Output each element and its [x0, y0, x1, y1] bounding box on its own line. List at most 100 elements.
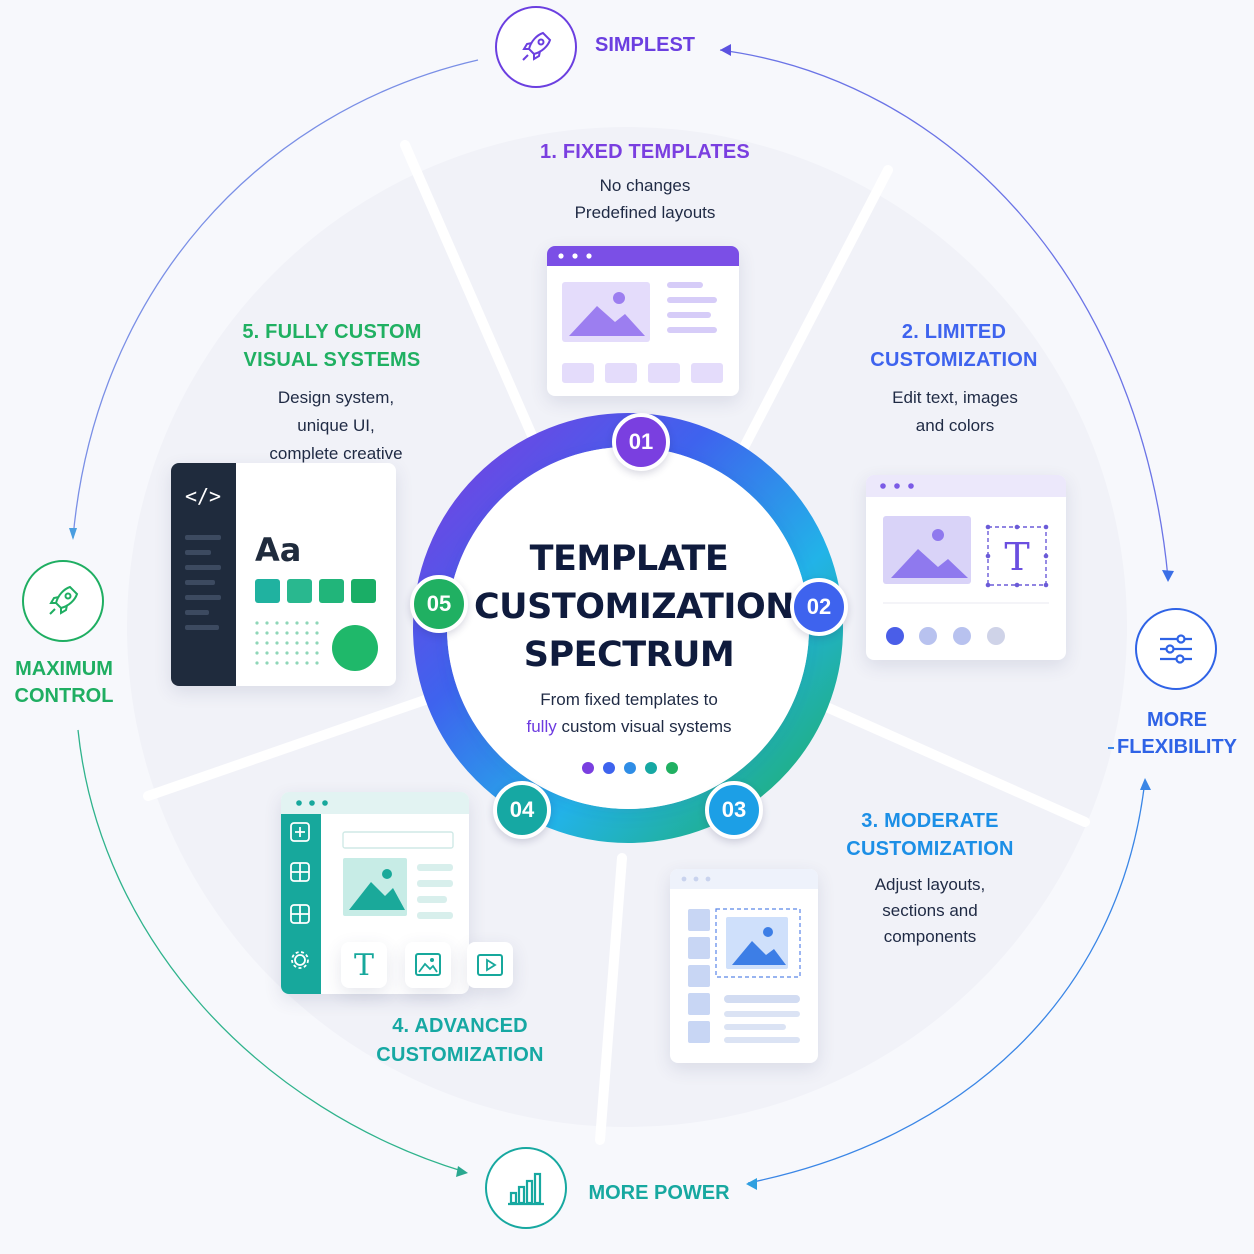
center-disk: [447, 447, 809, 809]
pattern-dot: [285, 621, 289, 625]
center-dot-2: [603, 762, 615, 774]
corner-label-right-line-1: MORE: [1147, 709, 1207, 731]
stage-1-badge: 01: [612, 413, 670, 471]
stage-3-desc-line-3: components: [883, 927, 977, 946]
stage-3-badge-number: 03: [721, 797, 747, 822]
pattern-dot: [295, 661, 299, 665]
pattern-dot: [255, 641, 259, 645]
pattern-dot: [285, 651, 289, 655]
stage-4-badge-number: 04: [509, 797, 535, 822]
corner-label-bottom-line: MORE POWER: [588, 1182, 730, 1204]
stage-3-badge: 03: [705, 781, 763, 839]
video-block-tile: [467, 942, 513, 988]
stage-1-desc-line-1: No changes: [599, 176, 691, 195]
stage-5-title: 5. FULLY CUSTOM VISUAL SYSTEMS: [212, 318, 452, 374]
stage-1-desc-line-2: Predefined layouts: [574, 203, 716, 222]
pattern-dot: [295, 641, 299, 645]
corner-node-top: [495, 6, 577, 88]
center-dot-4: [645, 762, 657, 774]
stage-2-badge: 02: [790, 578, 848, 636]
stage-5-badge-number: 05: [426, 591, 452, 616]
pattern-dot: [315, 621, 319, 625]
text-block-tile: T: [341, 942, 387, 988]
pattern-dot: [285, 631, 289, 635]
pattern-dot: [305, 621, 309, 625]
stage-2-mockup-art: T: [866, 475, 1066, 645]
corner-node-right: [1135, 608, 1217, 690]
center-title: TEMPLATE CUSTOMIZATION SPECTRUM: [474, 535, 794, 679]
corner-label-left: MAXIMUM CONTROL: [4, 656, 124, 710]
center-subtitle-line-1: From fixed templates to: [540, 690, 718, 709]
text-tool-glyph: T: [1004, 535, 1029, 579]
pattern-dot: [265, 641, 269, 645]
pattern-dot: [315, 651, 319, 655]
stage-4-title-line-2: CUSTOMIZATION: [376, 1044, 544, 1066]
stage-5-mockup: </> Aa: [171, 463, 396, 686]
center-dot-5: [666, 762, 678, 774]
stage-4-badge: 04: [493, 781, 551, 839]
stage-1-title-line: 1. FIXED TEMPLATES: [540, 141, 750, 163]
pattern-dot: [305, 641, 309, 645]
corner-label-right: MORE FLEXIBILITY: [1106, 707, 1248, 761]
rocket-icon: [522, 31, 552, 61]
stage-3-desc-line-2: sections and: [882, 901, 978, 920]
stage-3-title: 3. MODERATE CUSTOMIZATION: [810, 807, 1050, 863]
stage-2-desc-line-2: and colors: [915, 416, 995, 435]
stage-4-title-line-1: 4. ADVANCED: [392, 1015, 528, 1037]
stage-5-desc-line-3: complete creative: [269, 444, 403, 463]
stage-3-title-line-1: 3. MODERATE: [861, 810, 999, 832]
corner-label-bottom: MORE POWER: [576, 1180, 742, 1207]
stage-2-desc-line-1: Edit text, images: [892, 388, 1018, 407]
center-subtitle-line-2: fully custom visual systems: [474, 713, 784, 740]
stage-1-description: No changes Predefined layouts: [520, 172, 770, 226]
stage-3-mockup: [670, 869, 818, 1063]
sliders-icon: [1160, 634, 1192, 664]
center-subtitle-highlight: fully: [526, 717, 557, 736]
image-icon: [415, 953, 441, 976]
center-subtitle-rest: custom visual systems: [556, 717, 732, 736]
pattern-dot: [255, 621, 259, 625]
pattern-dot: [265, 621, 269, 625]
arrow-top-right: [719, 49, 1169, 579]
text-icon: T: [353, 947, 374, 983]
stage-2-title-line-2: CUSTOMIZATION: [870, 349, 1038, 371]
stage-4-mockup-art: [281, 792, 469, 994]
stage-1-title: 1. FIXED TEMPLATES: [505, 138, 785, 166]
typography-sample: Aa: [255, 531, 301, 569]
stage-2-title-line-1: 2. LIMITED: [901, 321, 1007, 343]
pattern-dot: [255, 631, 259, 635]
center-title-line-2: CUSTOMIZATION: [474, 587, 794, 627]
pattern-dot: [315, 661, 319, 665]
pattern-dot: [315, 631, 319, 635]
corner-label-top: SIMPLEST: [575, 32, 715, 59]
stage-5-title-line-1: 5. FULLY CUSTOM: [242, 321, 422, 343]
corner-label-top-line: SIMPLEST: [594, 34, 695, 56]
image-block-tile: [405, 942, 451, 988]
pattern-dot: [305, 661, 309, 665]
video-icon: [477, 954, 503, 976]
stage-5-desc-line-2: unique UI,: [297, 416, 375, 435]
center-dot-3: [624, 762, 636, 774]
pattern-dot: [265, 661, 269, 665]
stage-2-mockup: T: [866, 475, 1066, 660]
pattern-dot: [295, 651, 299, 655]
code-icon: </>: [185, 484, 221, 508]
stage-3-description: Adjust layouts, sections and components: [820, 872, 1040, 950]
center-dot-1: [582, 762, 594, 774]
center-title-line-3: SPECTRUM: [523, 635, 735, 675]
stage-5-badge: 05: [410, 575, 468, 633]
pattern-dot: [285, 641, 289, 645]
stage-1-mockup-art: [547, 246, 739, 383]
stage-3-mockup-art: [670, 869, 818, 1043]
pattern-dot: [275, 621, 279, 625]
pattern-dot: [265, 651, 269, 655]
stage-5-title-line-2: VISUAL SYSTEMS: [243, 349, 421, 371]
corner-node-bottom: [485, 1147, 567, 1229]
pattern-dot: [285, 661, 289, 665]
pattern-dot: [275, 661, 279, 665]
corner-node-left: [22, 560, 104, 642]
arrow-bottom-left: [77, 729, 466, 1173]
pattern-dot: [275, 651, 279, 655]
center-title-line-1: TEMPLATE: [529, 539, 729, 579]
segment-dividers: [143, 140, 1090, 1145]
